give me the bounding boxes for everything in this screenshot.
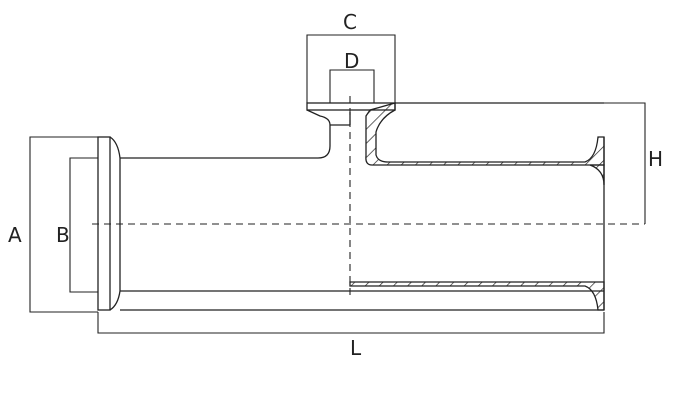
dim-l-line (97, 312, 605, 334)
dim-h-line (604, 102, 646, 224)
dim-d-line (329, 69, 375, 103)
top-wall-section (365, 102, 605, 166)
label-h: H (648, 147, 663, 171)
outline (97, 102, 605, 311)
dim-a-line (29, 136, 98, 313)
sectioned-walls (349, 102, 605, 311)
label-a: A (8, 223, 22, 247)
bottom-wall-section (349, 281, 605, 311)
label-c: C (343, 10, 357, 34)
dimension-lines (29, 34, 646, 334)
dim-c-line (306, 34, 396, 103)
centerlines (92, 96, 645, 298)
dim-b-line (69, 157, 98, 293)
label-d: D (344, 49, 359, 73)
main-top-outline (120, 109, 331, 159)
label-l: L (350, 336, 362, 360)
label-b: B (56, 223, 70, 247)
right-top-ferrule-section (589, 164, 605, 186)
